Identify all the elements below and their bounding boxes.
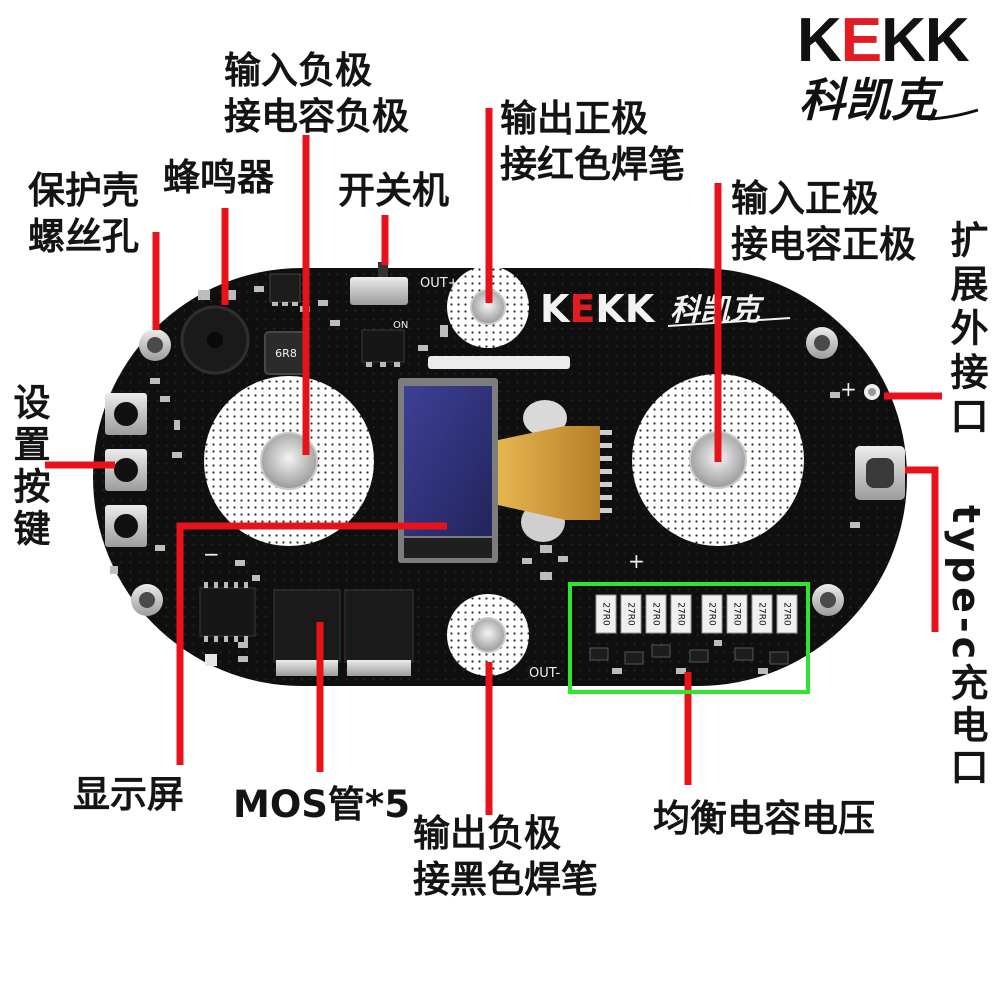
- setting-button: [105, 505, 147, 547]
- resistor-marking: 27R0: [676, 602, 686, 626]
- buzzer-component: [180, 290, 250, 375]
- logo-letter: K: [797, 6, 842, 75]
- label-line: 接黑色焊笔: [413, 858, 598, 901]
- mosfet: [344, 589, 414, 676]
- silkscreen-switch-on: ON: [393, 320, 408, 331]
- label-line: 输出负极: [413, 812, 561, 855]
- resistor-marking: 27R0: [707, 602, 717, 626]
- balance-resistor: 27R0: [645, 594, 667, 634]
- label-line: 接电容正极: [731, 223, 916, 266]
- label-line: 输入负极: [224, 49, 372, 92]
- board-brand-accent-letter: E: [569, 287, 595, 331]
- label-line: 保护壳: [28, 169, 139, 212]
- label-line: 接电容负极: [224, 95, 409, 138]
- control-ic: [199, 582, 256, 642]
- balance-resistor: 27R0: [726, 594, 748, 634]
- pointer-typec-port: [905, 466, 939, 632]
- board-brand-underline: [667, 317, 791, 327]
- label-typec-charging-port: type-c充电口: [944, 505, 988, 790]
- label-line: 输入正极: [731, 177, 879, 220]
- label-power-switch: 开关机: [338, 169, 449, 212]
- label-output-negative: 输出负极 接黑色焊笔: [413, 811, 598, 903]
- resistor-marking: 27R0: [626, 602, 636, 626]
- output-negative-terminal-pad: [447, 594, 529, 676]
- label-buzzer: 蜂鸣器: [163, 156, 274, 199]
- pointer-display: [176, 522, 447, 765]
- board-brand-letter: K: [540, 287, 571, 331]
- label-line: 螺丝孔: [28, 215, 139, 258]
- resistor-marking: 27R0: [601, 602, 611, 626]
- label-display-screen: 显示屏: [73, 773, 184, 816]
- logo-letters: KK: [881, 6, 970, 75]
- board-brand-logo: KEKK: [540, 287, 656, 331]
- resistor-marking: 27R0: [651, 602, 661, 626]
- balance-transistor-row: [589, 640, 789, 674]
- balance-circuit-highlight-box: [568, 582, 810, 694]
- resistor-marking: 27R0: [782, 602, 792, 626]
- output-positive-terminal-pad: [447, 266, 529, 348]
- label-input-positive: 输入正极 接电容正极: [731, 176, 916, 268]
- usb-c-port: [855, 446, 905, 500]
- silkscreen-plus-port: +: [840, 377, 857, 401]
- setting-button: [105, 393, 147, 435]
- balance-resistor: 27R0: [595, 594, 617, 634]
- label-shell-screw-hole: 保护壳 螺丝孔: [28, 168, 139, 260]
- screw-hole: [812, 584, 844, 616]
- silkscreen-plus-lower: +: [628, 549, 645, 573]
- switch-driver-chip: [361, 329, 405, 367]
- silkscreen-out-negative: OUT-: [529, 666, 560, 681]
- label-input-negative: 输入负极 接电容负极: [224, 48, 409, 140]
- brand-logo-chinese: 科凯克: [799, 73, 937, 127]
- balance-resistor: 27R0: [751, 594, 773, 634]
- logo-accent-letter: E: [840, 6, 882, 75]
- balance-resistor: 27R0: [776, 594, 798, 634]
- balance-resistor: 27R0: [670, 594, 692, 634]
- brand-logo: KEKK 科凯克: [797, 8, 987, 133]
- oled-display: [398, 378, 498, 563]
- display-flex-cable: [498, 400, 612, 542]
- balance-resistor: 27R0: [701, 594, 723, 634]
- label-line: 接红色焊笔: [500, 143, 685, 186]
- resistor-marking: 27R0: [732, 602, 742, 626]
- silkscreen-minus-left: −: [203, 542, 220, 566]
- board-brand-letters: KK: [595, 287, 655, 331]
- screw-hole: [139, 329, 171, 361]
- silkscreen-out-positive: OUT+: [420, 276, 459, 291]
- balance-resistor: 27R0: [620, 594, 642, 634]
- setting-button: [105, 449, 147, 491]
- screw-hole: [806, 327, 838, 359]
- label-expansion-port: 扩展外接口: [944, 220, 988, 440]
- input-negative-terminal-pad: [204, 376, 374, 546]
- regulator-chip: [269, 273, 301, 306]
- mosfet: [273, 589, 341, 676]
- power-switch: [350, 262, 408, 305]
- silkscreen-bar: [428, 356, 570, 369]
- label-output-positive: 输出正极 接红色焊笔: [500, 96, 685, 188]
- resistor-marking: 27R0: [757, 602, 767, 626]
- logo-underline: [927, 108, 979, 121]
- inductor-marking: 6R8: [275, 347, 297, 360]
- label-mosfets: MOS管*5: [233, 783, 411, 826]
- screw-hole: [131, 584, 163, 616]
- inductor: 6R8: [264, 331, 308, 375]
- brand-logo-letters: KEKK: [797, 6, 970, 75]
- label-settings-buttons: 设置按键: [7, 383, 50, 551]
- label-line: 输出正极: [500, 97, 648, 140]
- smd-components: [110, 286, 860, 666]
- expansion-port-pad: [864, 384, 880, 400]
- label-balance-capacitor-voltage: 均衡电容电压: [653, 797, 875, 840]
